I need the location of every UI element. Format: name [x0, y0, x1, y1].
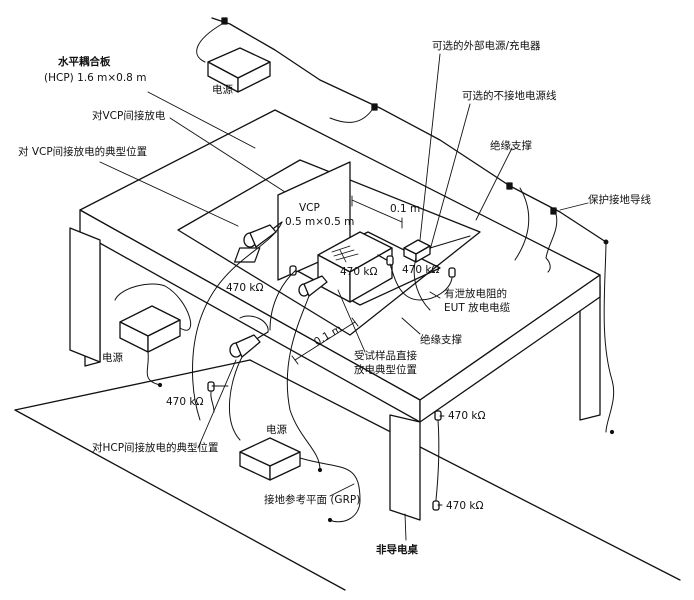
hcp-title-label: 水平耦合板: [58, 56, 111, 68]
leader-lines: [99, 53, 589, 541]
esd-gun-hcp: [229, 331, 269, 358]
optional-ungrounded-cable-label: 可选的不接地电源线: [462, 90, 557, 102]
table-label: 非导电桌: [376, 544, 418, 556]
dimension-label-top: 0.1 m: [390, 203, 421, 215]
dimension-0-1m-bottom: [291, 317, 359, 365]
hcp-typical-label: 对HCP间接放电的典型位置: [92, 442, 219, 454]
vcp-indirect-label: 对VCP间接放电: [92, 110, 166, 122]
psu-box-left: [119, 305, 181, 353]
resistor-label-charger: 470 kΩ: [402, 264, 440, 276]
insulating-support-label-bottom: 绝缘支撑: [420, 334, 462, 346]
vcp-label: VCP: [299, 202, 320, 214]
resistor-label-floor: 470 kΩ: [446, 500, 484, 512]
resistor-label-vcp: 470 kΩ: [226, 282, 264, 294]
bleed-cable-label-1: 有泄放电阻的: [444, 288, 507, 300]
optional-power-label: 可选的外部电源/充电器: [432, 40, 541, 52]
dimension-0-1m-top: [351, 195, 403, 229]
table-leg-front-left: [69, 227, 101, 363]
psu-label-bottom: 电源: [266, 424, 287, 436]
psu-label-top: 电源: [212, 84, 233, 96]
vcp-typical-label: 对 VCP间接放电的典型位置: [18, 146, 148, 158]
resistor-label-eut: 470 kΩ: [340, 266, 378, 278]
hcp-size-label: (HCP) 1.6 m×0.8 m: [44, 72, 147, 84]
esd-gun-eut: [298, 275, 328, 297]
psu-box-bottom: [239, 437, 301, 481]
esd-gun-vcp: [243, 221, 283, 248]
eut-direct-label-1: 受试样品直接: [354, 350, 417, 362]
psu-label-left: 电源: [102, 352, 123, 364]
protective-ground-conductor: [211, 17, 609, 245]
protective-ground-label: 保护接地导线: [588, 194, 651, 206]
table-leg-front-right: [389, 414, 421, 521]
insulating-support-label-top: 绝缘支撑: [490, 140, 532, 152]
horizontal-coupling-plane: [177, 159, 481, 336]
psu-box-top: [207, 47, 271, 93]
vcp-size-label: 0.5 m×0.5 m: [285, 216, 355, 228]
eut-box: [233, 231, 393, 303]
resistor-cylinders: [207, 255, 456, 511]
resistor-label-hcp: 470 kΩ: [166, 396, 204, 408]
bleed-cable-label-2: EUT 放电电缆: [444, 302, 511, 314]
resistor-label-table: 470 kΩ: [448, 410, 486, 422]
cables: [114, 23, 615, 523]
eut-direct-label-2: 放电典型位置: [354, 364, 417, 376]
grp-label: 接地参考平面 (GRP): [264, 494, 361, 506]
ground-reference-plane: [14, 359, 681, 591]
